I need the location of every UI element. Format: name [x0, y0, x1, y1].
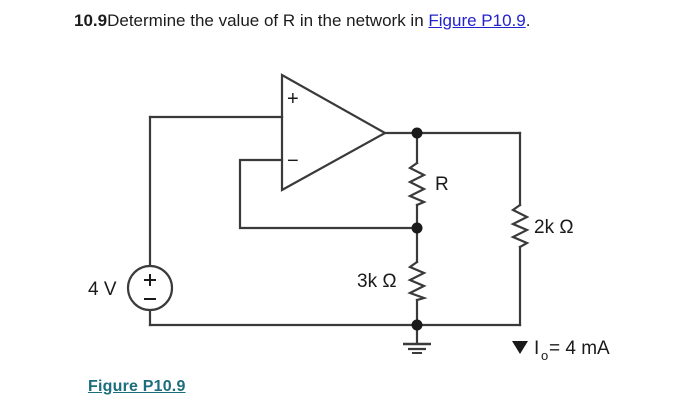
label-current-subscript: o: [541, 348, 548, 363]
label-resistor-2k: 2k Ω: [534, 217, 574, 238]
figure-reference-link[interactable]: Figure P10.9: [428, 11, 526, 30]
question-text-before: Determine the value of R in the network …: [107, 11, 429, 30]
current-direction-arrow: [512, 341, 528, 354]
voltage-source-polarity: [144, 274, 156, 300]
label-resistor-r: R: [435, 174, 449, 195]
resistor-2k-zigzag: [510, 203, 530, 249]
question-header: 10.9Determine the value of R in the netw…: [74, 8, 634, 33]
label-opamp-minus: −: [287, 150, 299, 172]
voltage-source-symbol: [126, 264, 174, 312]
circuit-svg: 4 V + − R 2k Ω 3k Ω I o = 4 mA: [88, 73, 610, 363]
ground-symbol: [403, 342, 431, 354]
resistor-r-zigzag: [407, 161, 427, 207]
label-opamp-plus: +: [287, 88, 299, 110]
wire-feedback: [238, 158, 419, 230]
resistor-3k-zigzag: [407, 260, 428, 302]
question-number: 10.9: [74, 11, 108, 30]
label-source-voltage: 4 V: [88, 279, 117, 300]
junction-dot-output: [411, 127, 423, 139]
junction-dot-middle: [411, 222, 423, 234]
label-current-value: = 4 mA: [549, 338, 610, 359]
circuit-diagram: 4 V + − R 2k Ω 3k Ω I o = 4 mA: [0, 58, 700, 368]
opamp-triangle: [280, 73, 388, 192]
label-output-current: I o = 4 mA: [534, 338, 610, 363]
junction-dot-ground: [411, 319, 423, 331]
question-text-after: .: [525, 11, 531, 30]
label-resistor-3k: 3k Ω: [357, 271, 397, 292]
label-current-symbol: I: [534, 338, 539, 359]
figure-caption-link[interactable]: Figure P10.9: [88, 378, 186, 395]
